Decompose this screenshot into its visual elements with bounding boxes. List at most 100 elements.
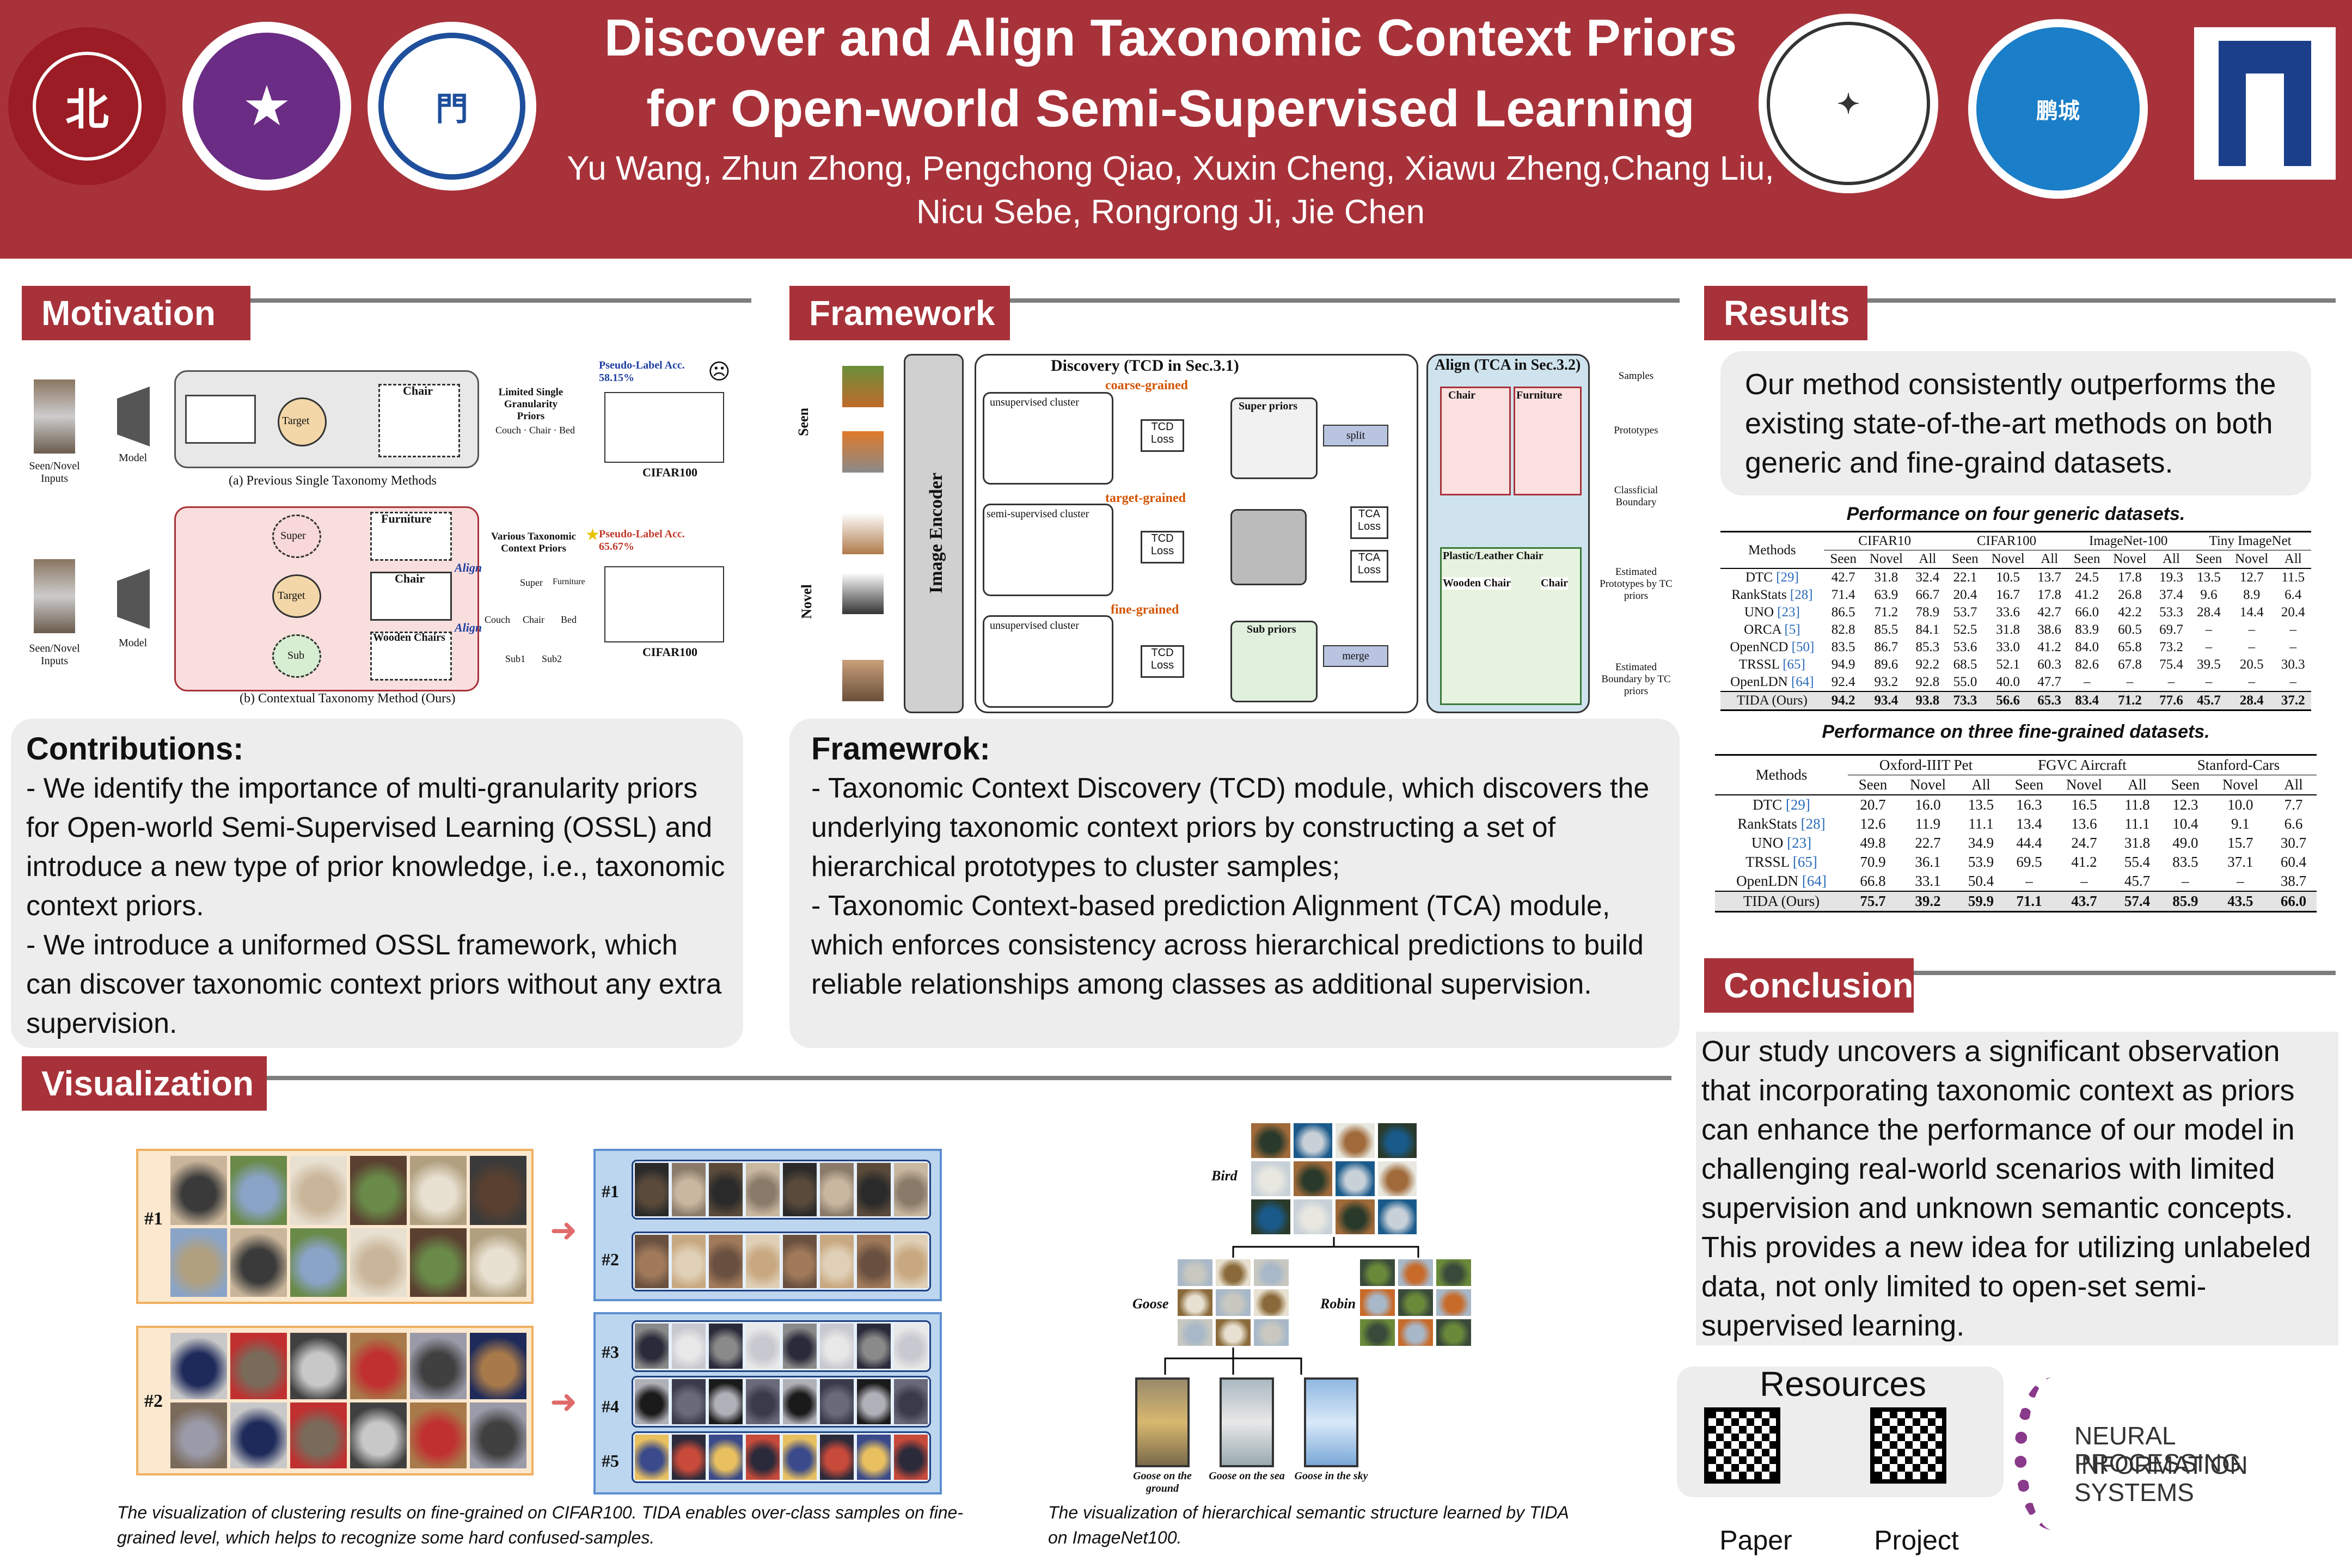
- image-tile: [635, 1435, 669, 1480]
- value-cell: –: [2080, 873, 2088, 889]
- visualization-caption-left: The visualization of clustering results …: [117, 1503, 963, 1547]
- legend-est-boundary: Estimated Boundary by TC priors: [1601, 661, 1671, 697]
- acc-curve-a: [604, 392, 724, 463]
- image-tile: [290, 1402, 347, 1468]
- align-label-2: Align: [455, 621, 482, 634]
- xiamen-university-logo: 門: [367, 22, 536, 191]
- value-cell: 83.5: [2172, 854, 2198, 870]
- framework-item-2: - Taxonomic Context-based prediction Ali…: [811, 890, 1644, 1000]
- image-tile: [470, 1156, 526, 1225]
- value-cell: –: [2248, 675, 2255, 689]
- image-tile: [894, 1379, 928, 1424]
- value-cell: 68.5: [1953, 657, 1977, 672]
- image-tile: [470, 1228, 526, 1297]
- image-tile: [1360, 1289, 1395, 1316]
- value-cell: –: [2205, 622, 2213, 637]
- model-trapezoid-a: [117, 387, 150, 446]
- tree-furniture: Furniture: [553, 577, 585, 586]
- target-priors-box: [1230, 509, 1307, 585]
- sad-face-icon: ☹: [708, 360, 731, 384]
- sub-priors-label: Sub priors: [1247, 623, 1296, 635]
- paper-label[interactable]: Paper: [1719, 1525, 1792, 1555]
- image-tile: [783, 1379, 817, 1424]
- value-cell: 41.2: [2071, 854, 2097, 870]
- image-tile: [1436, 1259, 1471, 1286]
- value-cell: 55.0: [1953, 675, 1977, 689]
- trento-university-logo: ✦: [1759, 14, 1938, 193]
- conclusion-divider: [1914, 971, 2336, 975]
- chair-label-a: Chair: [403, 384, 433, 397]
- image-tile: [894, 1435, 928, 1480]
- image-tile: [350, 1402, 407, 1468]
- metric-header: All: [2031, 550, 2068, 569]
- method-cell: OpenLDN [64]: [1736, 873, 1827, 889]
- project-qr-code[interactable]: [1870, 1407, 1946, 1484]
- value-cell: 71.2: [1874, 605, 1898, 620]
- bird-image-grid: [1250, 1122, 1418, 1236]
- image-tile: [1254, 1319, 1289, 1346]
- method-cell: TRSSL [65]: [1738, 657, 1805, 672]
- project-label[interactable]: Project: [1874, 1525, 1959, 1555]
- value-cell: 12.7: [2239, 570, 2264, 585]
- merge-label: merge: [1342, 650, 1369, 662]
- value-cell: –: [2126, 675, 2134, 689]
- image-tile: [709, 1379, 743, 1424]
- image-tile: [230, 1402, 287, 1468]
- method-cell: TRSSL [65]: [1745, 854, 1817, 870]
- method-cell: ORCA [5]: [1744, 622, 1800, 637]
- inputs-label-a: Seen/Novel Inputs: [29, 460, 80, 485]
- method-cell: TIDA (Ours): [1743, 893, 1820, 909]
- furniture-label: Furniture: [381, 512, 432, 525]
- image-tile: [635, 1163, 669, 1216]
- unsup-label-1: unsupervised cluster: [990, 396, 1079, 408]
- image-tile: [1436, 1319, 1471, 1346]
- acc-curve-b: [604, 566, 724, 642]
- value-cell: 42.2: [2118, 605, 2142, 620]
- image-tile: [672, 1324, 706, 1369]
- value-cell: 83.4: [2075, 693, 2099, 708]
- value-cell: 85.3: [1915, 640, 1940, 654]
- input-images-a: [33, 378, 76, 455]
- value-cell: 44.4: [2016, 835, 2042, 851]
- value-cell: 92.2: [1915, 657, 1940, 672]
- goose-sky-image: [1304, 1377, 1358, 1467]
- image-tile: [672, 1379, 706, 1424]
- value-cell: –: [2289, 622, 2297, 637]
- value-cell: 33.6: [1996, 605, 2020, 620]
- contributions-box: Contributions: - We identify the importa…: [11, 719, 743, 1048]
- image-tile: [1377, 1123, 1417, 1158]
- image-tile: [746, 1324, 780, 1369]
- image-tile: [672, 1235, 706, 1288]
- cluster-box-1: [983, 392, 1113, 485]
- value-cell: 31.8: [2124, 835, 2151, 851]
- image-tile: [709, 1435, 743, 1480]
- value-cell: 66.0: [2280, 893, 2307, 909]
- split-label: split: [1346, 430, 1365, 442]
- discovery-panel: [975, 354, 1418, 713]
- cluster2-label: #2: [144, 1391, 163, 1411]
- value-cell: 33.1: [1915, 873, 1941, 889]
- image-tile: [894, 1324, 928, 1369]
- image-tile: [1360, 1259, 1395, 1286]
- paper-qr-code[interactable]: [1704, 1407, 1780, 1484]
- input-images-b: [33, 558, 76, 634]
- method-cell: DTC [29]: [1745, 570, 1799, 585]
- super-priors-box: [1230, 397, 1318, 479]
- legend-samples: Samples: [1618, 370, 1654, 382]
- sub-label: Sub: [287, 650, 305, 661]
- value-cell: 12.3: [2172, 797, 2198, 813]
- tca-loss-2-label: TCA Loss: [1357, 552, 1381, 576]
- poster-header: 北 ★ 門 Discover and Align Taxonomic Conte…: [0, 0, 2352, 259]
- tcd-loss-2: TCD Loss: [1141, 531, 1184, 564]
- dataset-header: CIFAR10: [1823, 531, 1946, 550]
- value-cell: –: [2025, 873, 2033, 889]
- dataset-header: Tiny ImageNet: [2189, 531, 2311, 550]
- value-cell: 50.4: [1968, 873, 1994, 889]
- image-tile: [1216, 1319, 1251, 1346]
- target-label-b: Target: [278, 590, 305, 602]
- tcd-loss-3: TCD Loss: [1141, 645, 1184, 678]
